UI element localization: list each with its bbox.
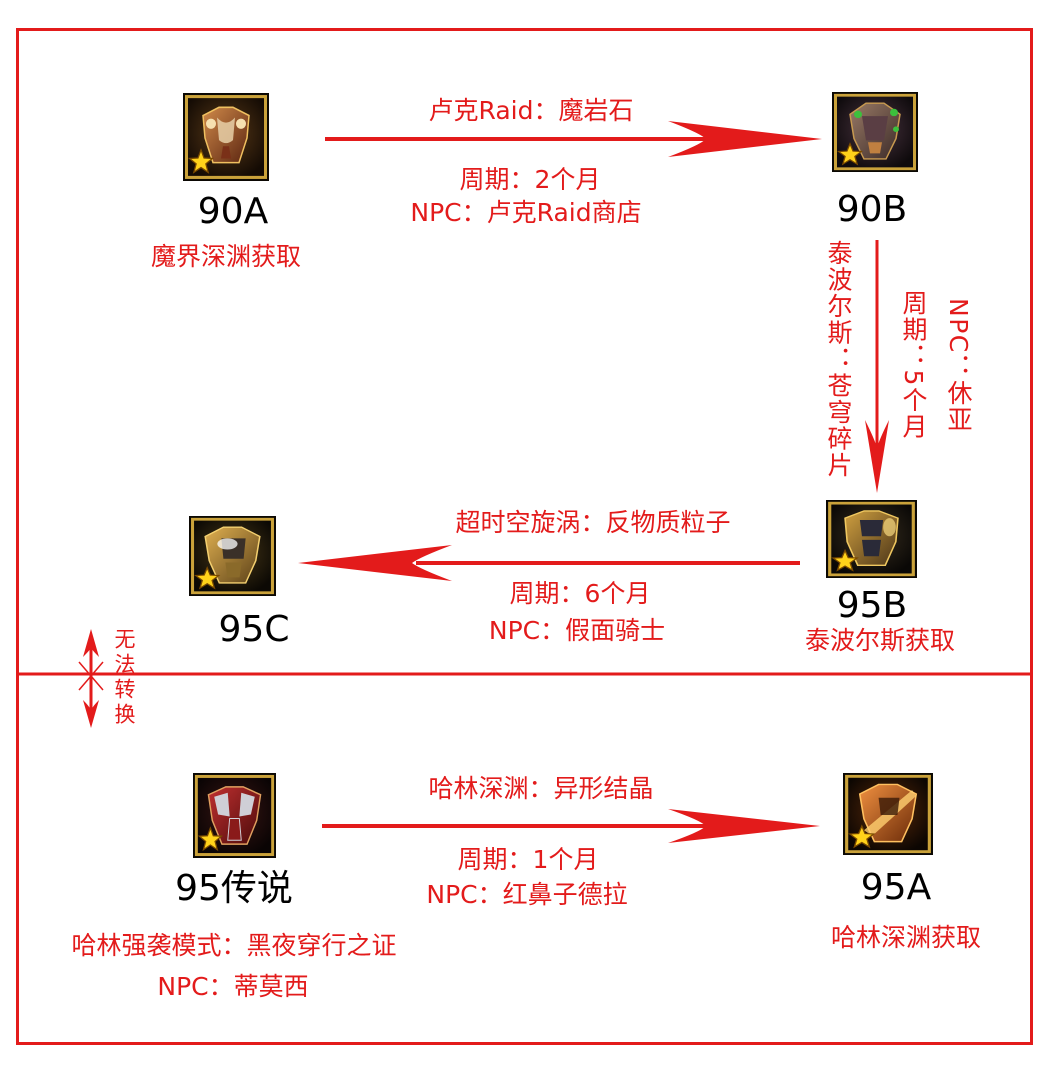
item-obtain-95b: 泰波尔斯获取 [804,626,956,655]
armor-glow [217,538,238,550]
gem [890,108,898,117]
armor-detail [868,142,882,154]
item-label-90a: 90A [197,191,269,232]
conversion-material-95legend-95a: 哈林深渊：异形结晶 [428,774,654,803]
arrow-95b-to-95c [298,545,800,581]
conversion-period-95b-95c: 周期：6个月 [509,579,651,608]
arrow-head [668,121,822,157]
armor-plate [862,116,888,141]
conversion-period-90a-90b: 周期：2个月 [459,165,601,194]
armor-plate [859,519,884,537]
gem [854,110,862,119]
arrow-head-down [83,700,99,728]
item-label-90b: 90B [836,189,908,230]
item-npc-95legend: NPC：蒂莫西 [157,972,309,1001]
arrow-head-up [83,629,99,657]
arrow-95legend-to-95a [322,809,820,843]
item-obtain-95legend: 哈林强袭模式：黑夜穿行之证 [71,931,397,960]
item-95a-icon [843,773,933,855]
item-label-95b: 95B [836,585,908,626]
cross-mark [78,661,104,691]
arrow-head [668,809,820,843]
item-95legend-icon [193,773,276,858]
no-conversion-label: 无法转换 [112,628,136,728]
arrow-head [865,420,889,493]
item-obtain-90a: 魔界深渊获取 [150,242,302,271]
armor-plate [861,539,882,557]
conversion-npc-95b-95c: NPC：假面骑士 [488,616,666,645]
conversion-npc-90b-95b: NPC：休亚 [944,298,973,434]
armor-glow [883,518,896,537]
arrow-head [298,545,452,581]
item-90b-icon [832,92,918,172]
armor-plate [239,792,255,817]
item-label-95a: 95A [860,867,932,908]
conversion-material-95b-95c: 超时空旋涡：反物质粒子 [455,508,731,537]
armor-plate [878,797,900,815]
conversion-npc-90a-90b: NPC：卢克Raid商店 [410,198,642,227]
conversion-npc-95legend-95a: NPC：红鼻子德拉 [426,880,628,909]
item-95b-icon [826,500,917,578]
outer-border [16,28,1033,1045]
armor-stud [206,118,216,129]
item-obtain-95a: 哈林深渊获取 [830,923,982,952]
conversion-period-90b-95b: 周期：5个月 [899,290,928,440]
item-label-95c: 95C [218,609,290,650]
conversion-period-95legend-95a: 周期：1个月 [457,845,599,874]
item-label-95legend: 95传说 [175,868,293,909]
armor-stud [236,118,246,129]
armor-plate [214,792,230,817]
armor-detail [225,562,242,578]
armor-detail [227,817,242,841]
arrow-90a-to-90b [325,121,822,157]
conversion-material-90b-95b: 泰波尔斯：苍穹碎片 [824,240,853,479]
armor-plate [217,117,235,144]
armor-detail [221,146,231,159]
blocked-double-arrow-icon [78,629,104,728]
arrow-90b-to-95b [865,240,889,493]
conversion-material-90a-90b: 卢克Raid：魔岩石 [428,96,634,125]
item-95c-icon [189,516,276,596]
gem [893,126,899,132]
item-90a-icon [183,93,269,181]
